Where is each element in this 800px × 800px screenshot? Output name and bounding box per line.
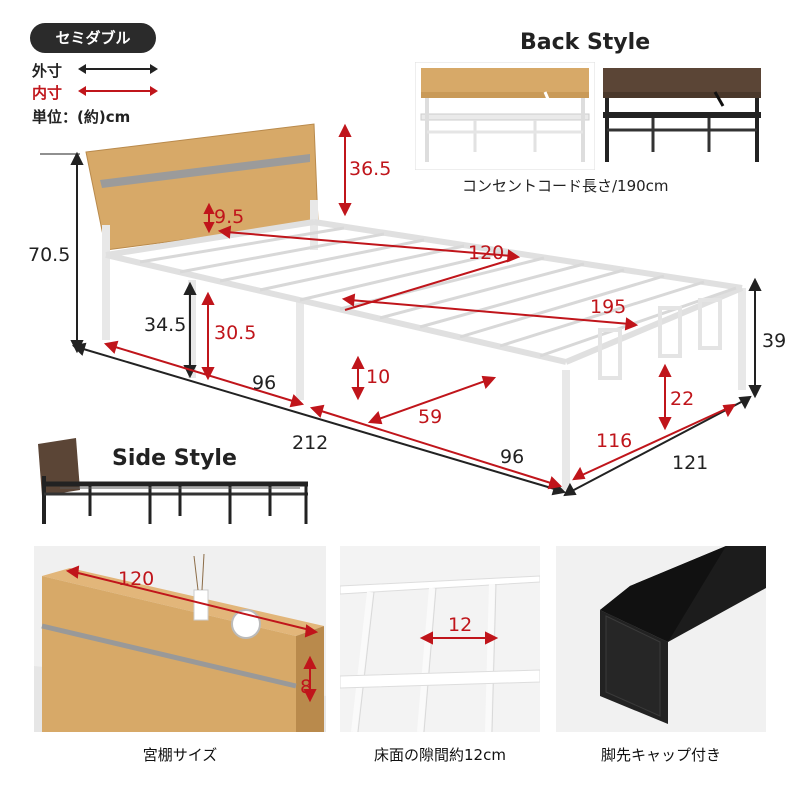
dim-under-height-2: 22 (670, 388, 695, 410)
dim-inner-length: 195 (590, 296, 627, 318)
back-style-title: Back Style (520, 30, 651, 55)
dim-height-total: 70.5 (28, 244, 71, 266)
dim-half-right: 96 (500, 446, 525, 468)
dim-inner-width: 120 (468, 242, 505, 264)
legend-outer-arrow (78, 64, 158, 74)
legend-inner-label: 内寸 (32, 84, 63, 102)
side-style-title: Side Style (112, 446, 237, 471)
dim-under-height: 30.5 (214, 322, 257, 344)
dim-width: 121 (672, 452, 709, 474)
headboard-groove (100, 154, 310, 188)
shelf-photo (34, 546, 326, 732)
shelf-width-label: 120 (118, 568, 155, 590)
slat-gap-label: 12 (448, 614, 473, 636)
leg-cap-photo (556, 546, 766, 732)
side-style-image (38, 438, 308, 524)
dim-shelf-depth: 9.5 (214, 206, 245, 228)
bed-diagram (40, 123, 762, 497)
headboard-panel (85, 123, 319, 251)
dim-leg-gap: 10 (366, 366, 391, 388)
legend-unit: 単位：(約)cm (32, 108, 131, 126)
shelf-dims (65, 565, 319, 703)
legend-outer-label: 外寸 (32, 62, 63, 80)
shelf-depth-label: 8 (300, 676, 313, 698)
size-badge: セミダブル (30, 23, 156, 53)
dim-span: 59 (418, 406, 443, 428)
dim-inner-width-2: 116 (596, 430, 633, 452)
slat-gap-caption: 床面の隙間約12cm (374, 746, 506, 764)
dim-length: 212 (292, 432, 329, 454)
slat-gap-photo (340, 546, 540, 732)
dim-clearance: 34.5 (144, 314, 187, 336)
dim-half-left: 96 (252, 372, 277, 394)
back-style-black-image (597, 62, 767, 170)
legend-inner-arrow (78, 86, 158, 96)
shelf-caption: 宮棚サイズ (142, 746, 218, 764)
leg-cap-caption: 脚先キャップ付き (600, 746, 721, 764)
dim-side-height: 39 (762, 330, 787, 352)
dim-headboard: 36.5 (349, 158, 392, 180)
back-style-white-image (415, 62, 595, 170)
cord-length-text: コンセントコード長さ/190cm (462, 177, 669, 195)
